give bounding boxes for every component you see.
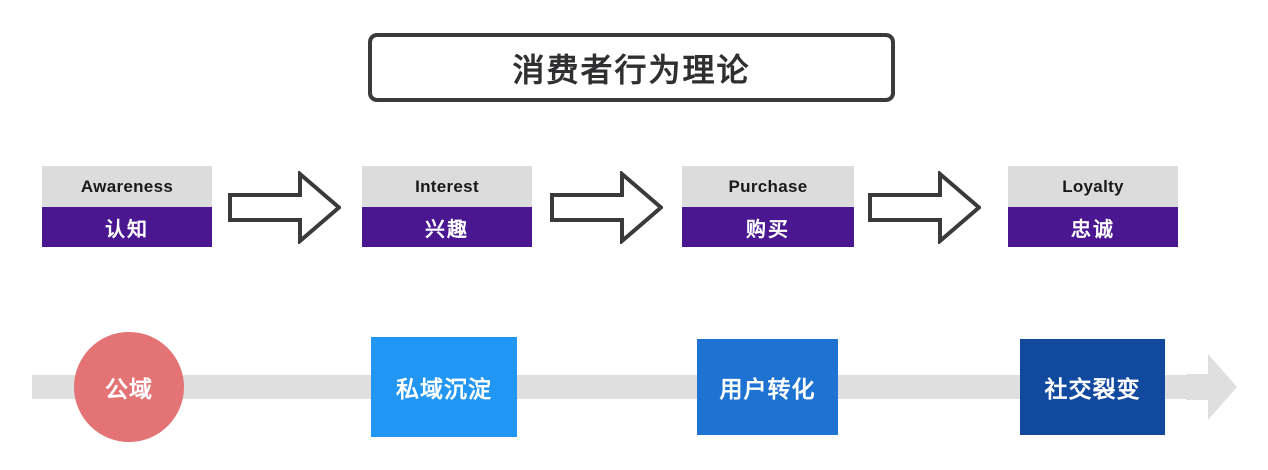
- funnel-stage-3-cap: Purchase: [682, 166, 854, 207]
- funnel-stage-4-cap: Loyalty: [1008, 166, 1178, 207]
- funnel-stage-3-english: Purchase: [728, 176, 808, 196]
- funnel-stage-1-body: 认知: [42, 207, 212, 247]
- title-box: 消费者行为理论: [368, 33, 895, 102]
- funnel-stage-2-body: 兴趣: [362, 207, 532, 247]
- right-arrowhead-icon: [1186, 352, 1238, 422]
- funnel-stage-2-english: Interest: [415, 176, 479, 196]
- funnel-stage-4-chinese: 忠诚: [1071, 218, 1115, 241]
- flow-node-4-label: 社交裂变: [1044, 376, 1141, 402]
- flow-node-private-domain: 私域沉淀: [371, 337, 517, 437]
- funnel-stage-4: Loyalty 忠诚: [1008, 166, 1178, 247]
- flow-node-public-domain: 公域: [74, 332, 184, 442]
- flow-node-1-label: 公域: [105, 376, 153, 402]
- flow-node-3-label: 用户转化: [719, 376, 816, 402]
- flow-node-2-label: 私域沉淀: [396, 376, 492, 402]
- right-block-arrow-icon: [550, 171, 663, 244]
- flow-node-user-conversion: 用户转化: [697, 339, 838, 435]
- funnel-stage-3: Purchase 购买: [682, 166, 854, 247]
- page-title: 消费者行为理论: [512, 51, 751, 88]
- funnel-stage-2: Interest 兴趣: [362, 166, 532, 247]
- funnel-stage-3-chinese: 购买: [746, 218, 790, 241]
- flow-bar: [32, 375, 1204, 399]
- funnel-stage-1: Awareness 认知: [42, 166, 212, 247]
- funnel-stage-4-body: 忠诚: [1008, 207, 1178, 247]
- funnel-stage-4-english: Loyalty: [1062, 176, 1124, 196]
- funnel-stage-2-cap: Interest: [362, 166, 532, 207]
- funnel-stage-1-english: Awareness: [80, 176, 174, 196]
- funnel-stage-3-body: 购买: [682, 207, 854, 247]
- right-block-arrow-icon: [228, 171, 341, 244]
- funnel-stage-2-chinese: 兴趣: [425, 218, 469, 241]
- funnel-stage-1-chinese: 认知: [105, 218, 149, 241]
- right-block-arrow-icon: [868, 171, 981, 244]
- flow-node-social-fission: 社交裂变: [1020, 339, 1165, 435]
- funnel-stage-1-cap: Awareness: [42, 166, 212, 207]
